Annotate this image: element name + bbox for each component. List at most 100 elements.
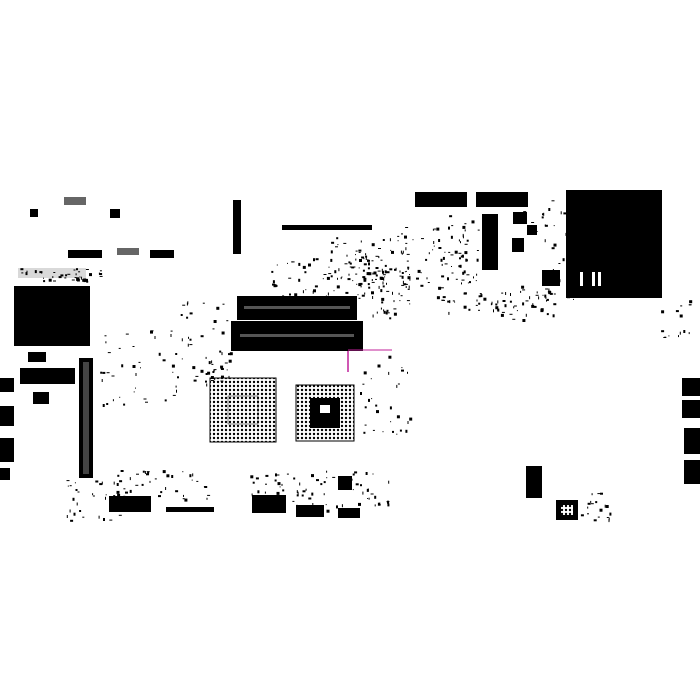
passive-component <box>308 497 312 500</box>
passive-component <box>534 226 537 228</box>
passive-component <box>79 276 81 278</box>
passive-component <box>92 493 94 496</box>
passive-component <box>416 277 419 280</box>
passive-component <box>421 238 424 240</box>
passive-component <box>428 252 430 255</box>
passive-component <box>322 509 324 512</box>
passive-component <box>164 399 167 402</box>
passive-component <box>207 371 211 375</box>
passive-component <box>460 255 464 258</box>
passive-component <box>557 279 561 283</box>
passive-component <box>405 286 407 288</box>
passive-component <box>408 285 410 289</box>
passive-component <box>542 213 544 216</box>
passive-component <box>192 366 196 370</box>
j-bottom-strip <box>166 507 214 512</box>
passive-component <box>399 275 402 277</box>
passive-component <box>255 477 259 480</box>
passive-component <box>222 303 225 305</box>
passive-component <box>380 307 382 310</box>
passive-component <box>392 291 393 295</box>
passive-component <box>125 333 129 335</box>
passive-component <box>540 308 544 312</box>
passive-component <box>221 375 224 378</box>
passive-component <box>573 229 577 232</box>
passive-component <box>458 252 462 254</box>
passive-component <box>440 287 444 289</box>
passive-component <box>347 278 351 281</box>
passive-component <box>402 280 404 284</box>
passive-component <box>569 217 572 219</box>
passive-component <box>107 352 111 354</box>
passive-component <box>113 481 115 485</box>
passive-component <box>349 262 352 265</box>
passive-component <box>213 370 216 372</box>
passive-component <box>86 280 89 283</box>
passive-component <box>398 292 400 295</box>
passive-component <box>357 294 359 296</box>
passive-component <box>313 258 315 262</box>
passive-component <box>43 277 44 279</box>
passive-component <box>253 496 255 498</box>
passive-component <box>495 303 498 306</box>
passive-component <box>372 296 374 299</box>
passive-component <box>389 268 393 271</box>
passive-component <box>384 276 386 278</box>
passive-component <box>571 250 574 254</box>
passive-component <box>129 477 131 481</box>
passive-component <box>135 373 137 376</box>
passive-component <box>466 274 470 276</box>
passive-component <box>521 285 525 289</box>
passive-component <box>251 495 253 497</box>
passive-component <box>291 261 294 263</box>
passive-component <box>403 283 407 286</box>
passive-component <box>406 260 409 262</box>
passive-component <box>213 320 217 323</box>
passive-component <box>522 289 526 291</box>
passive-component <box>276 491 280 495</box>
passive-component <box>358 251 361 253</box>
passive-component <box>351 297 353 298</box>
passive-component <box>83 279 86 283</box>
passive-component <box>363 258 365 260</box>
passive-component <box>440 258 443 262</box>
passive-component <box>302 290 304 294</box>
passive-component <box>449 215 453 218</box>
passive-component <box>552 314 555 318</box>
passive-component <box>401 369 404 372</box>
dimm-slot-lower-key <box>240 334 354 337</box>
u-right-tall-chip <box>526 466 542 498</box>
passive-component <box>387 312 390 314</box>
passive-component <box>400 295 403 297</box>
passive-component <box>399 429 402 432</box>
j-top-left-header <box>64 197 86 205</box>
passive-component <box>120 470 124 472</box>
passive-component <box>75 273 77 276</box>
passive-component <box>296 490 298 494</box>
passive-component <box>184 498 188 502</box>
passive-component <box>580 514 584 517</box>
passive-component <box>160 491 163 494</box>
passive-component <box>371 281 375 283</box>
passive-component <box>261 495 265 499</box>
passive-component <box>261 504 263 508</box>
passive-component <box>298 278 301 282</box>
passive-component <box>200 369 204 373</box>
passive-component <box>432 249 434 251</box>
passive-component <box>362 491 364 495</box>
passive-component <box>513 306 515 309</box>
passive-component <box>113 495 116 497</box>
passive-component <box>314 285 318 288</box>
passive-component <box>558 263 561 264</box>
passive-component <box>597 516 600 518</box>
passive-component <box>572 258 574 260</box>
passive-component <box>591 493 593 496</box>
passive-component <box>319 297 321 301</box>
passive-component <box>85 278 88 282</box>
passive-component <box>186 316 189 319</box>
passive-component <box>405 247 407 251</box>
passive-component <box>547 290 551 293</box>
passive-component <box>336 505 338 509</box>
passive-component <box>363 263 367 266</box>
passive-component <box>452 300 455 302</box>
